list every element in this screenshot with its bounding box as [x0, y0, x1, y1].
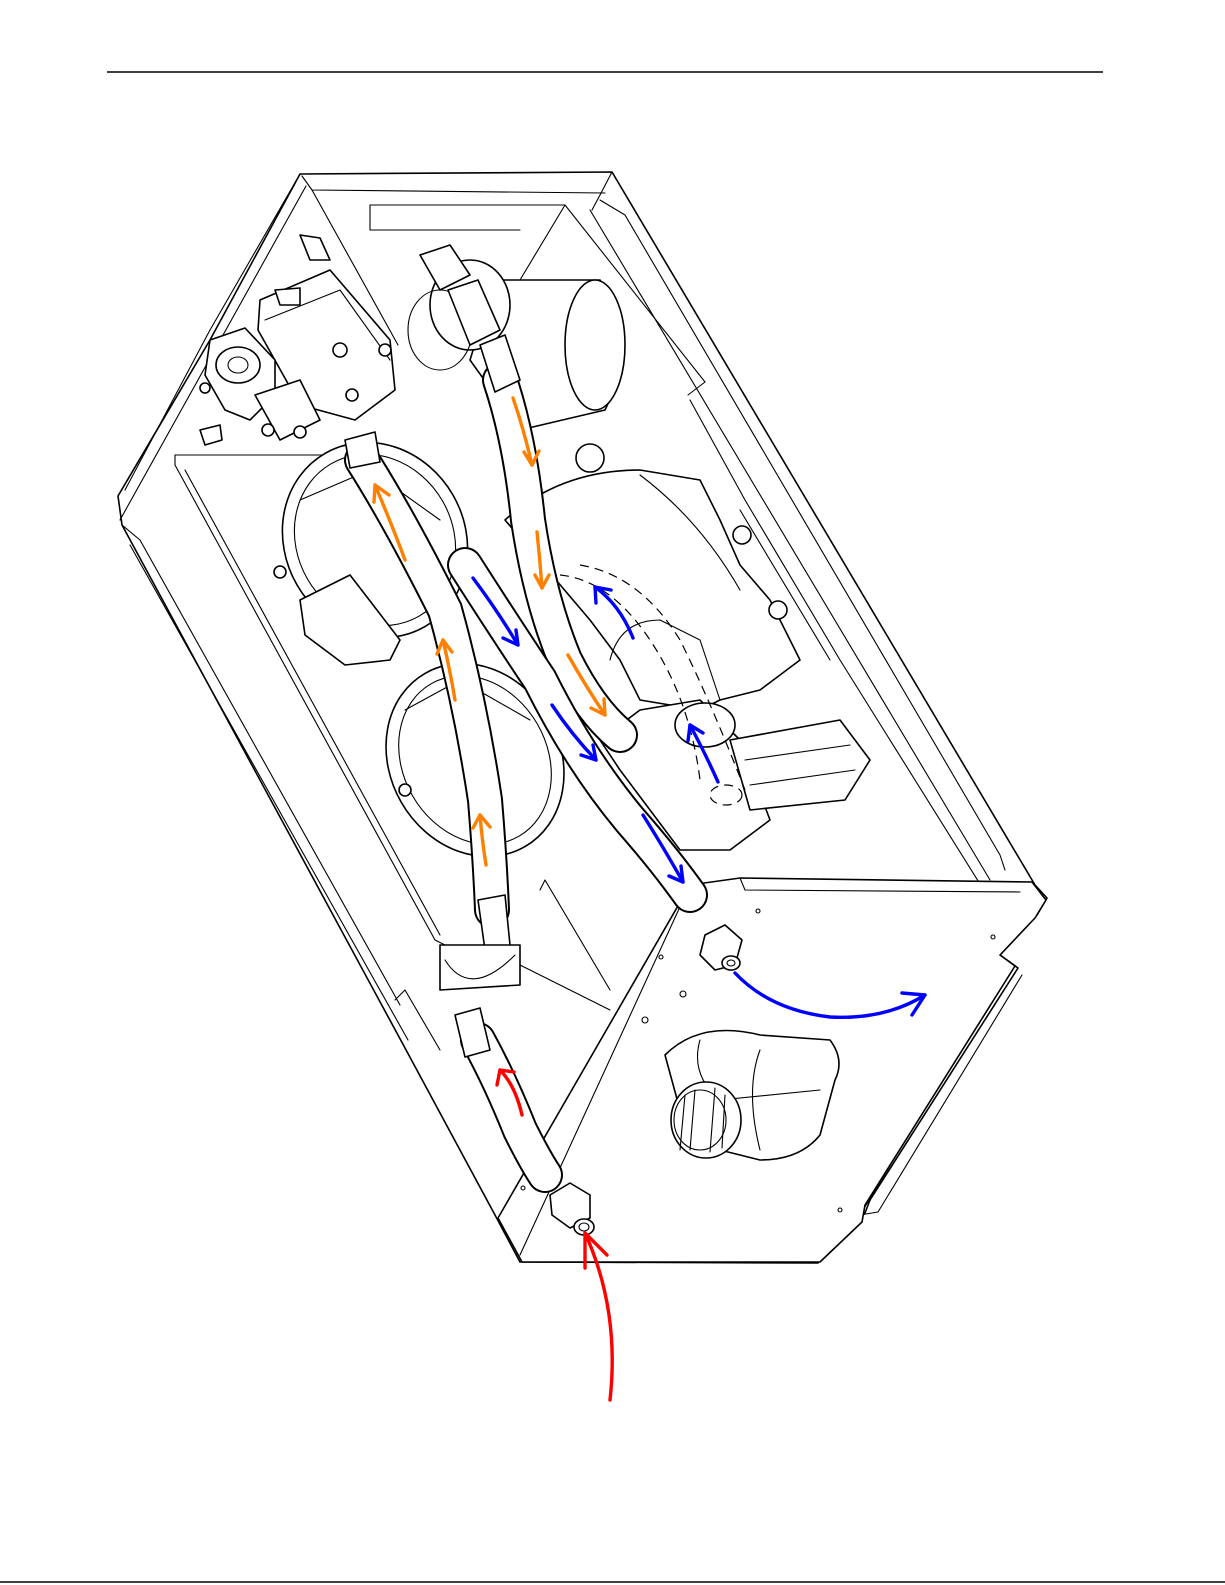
valve-block	[200, 235, 395, 445]
filter-housing	[665, 1031, 839, 1161]
filter-knob	[671, 1082, 741, 1158]
